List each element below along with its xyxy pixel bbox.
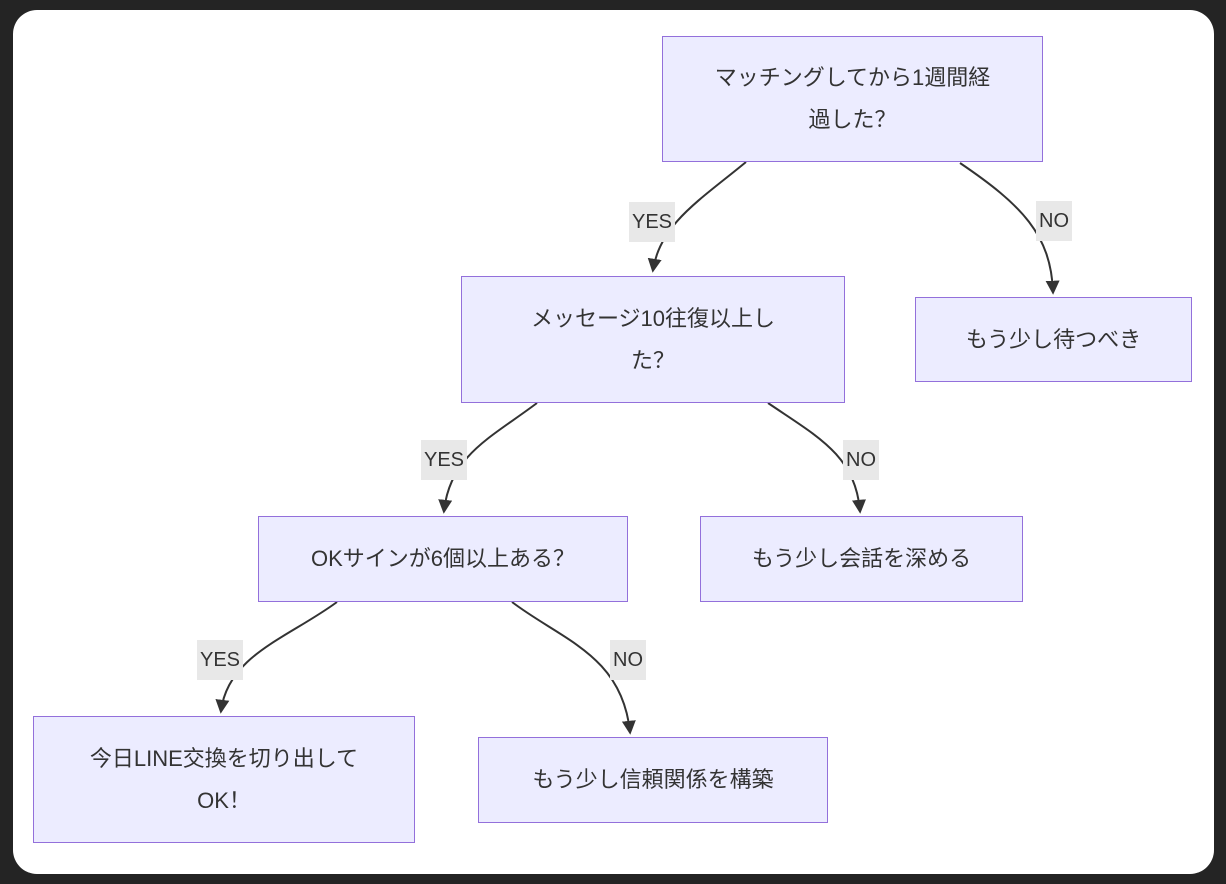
edge-label-q3-no: NO <box>610 640 646 680</box>
node-text-line: 過した？ <box>808 107 897 132</box>
node-text-line: もう少し会話を深める <box>751 546 972 571</box>
node-text-line: メッセージ10往復以上し <box>530 305 776 331</box>
edge-label-q3-yes: YES <box>196 640 244 680</box>
node-result-line-exchange-ok: 今日LINE交換を切り出して OK！ <box>33 716 415 843</box>
node-question-six-ok-signs: OKサインが6個以上ある？ <box>258 516 628 602</box>
node-text-line: OK！ <box>197 787 251 813</box>
node-text-line: もう少し信頼関係を構築 <box>532 767 774 792</box>
edge-label-q2-yes: YES <box>420 440 468 480</box>
node-text-line: た？ <box>630 347 675 373</box>
node-result-build-trust: もう少し信頼関係を構築 <box>478 737 828 823</box>
edge-label-q1-no: NO <box>1036 201 1072 241</box>
node-text-line: 今日LINE交換を切り出して <box>89 745 359 771</box>
edge-label-q1-yes: YES <box>628 202 676 242</box>
node-question-ten-message-exchanges: メッセージ10往復以上し た？ <box>461 276 845 403</box>
node-text-line: OKサインが6個以上ある？ <box>310 546 576 571</box>
node-result-wait-a-bit: もう少し待つべき <box>915 297 1192 382</box>
node-text-line: もう少し待つべき <box>965 326 1142 352</box>
node-question-matched-one-week: マッチングしてから1週間経 過した？ <box>662 36 1043 162</box>
node-result-deepen-conversation: もう少し会話を深める <box>700 516 1023 602</box>
edge-label-q2-no: NO <box>843 440 879 480</box>
node-text-line: マッチングしてから1週間経 <box>714 65 991 90</box>
